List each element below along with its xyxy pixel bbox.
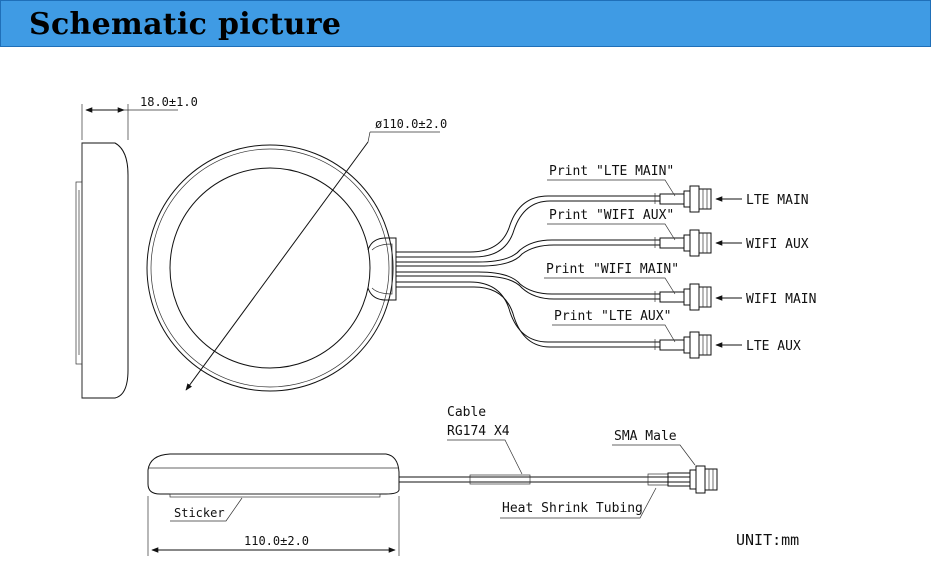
cable-label-line2: RG174 X4 bbox=[447, 424, 510, 439]
side-profile-view: 18.0±1.0 bbox=[75, 95, 198, 399]
print-label-wifi-main: Print "WIFI MAIN" bbox=[546, 262, 679, 277]
page-title: Schematic picture bbox=[29, 7, 342, 42]
connector-label-lte-main: LTE MAIN bbox=[746, 193, 809, 208]
sticker-label: Sticker bbox=[174, 506, 225, 520]
print-label-lte-main: Print "LTE MAIN" bbox=[549, 164, 674, 179]
unit-label: UNIT:mm bbox=[736, 531, 799, 549]
cable-bundle bbox=[396, 193, 660, 350]
sma-connector-wifi-aux bbox=[659, 229, 712, 257]
connector-label-wifi-aux: WIFI AUX bbox=[746, 237, 809, 252]
bottom-side-view: Cable RG174 X4 SMA Male Heat Shrink Tubi… bbox=[147, 405, 718, 556]
top-view: ø110.0±2.0 bbox=[146, 117, 447, 392]
print-label-wifi-aux: Print "WIFI AUX" bbox=[549, 208, 674, 223]
sma-connector-lte-aux bbox=[659, 331, 712, 359]
connector-label-lte-aux: LTE AUX bbox=[746, 339, 801, 354]
connector-label-wifi-main: WIFI MAIN bbox=[746, 292, 816, 307]
thickness-dimension: 18.0±1.0 bbox=[140, 95, 198, 109]
diameter-dimension: ø110.0±2.0 bbox=[375, 117, 447, 131]
sma-male-label: SMA Male bbox=[614, 429, 677, 444]
width-dimension: 110.0±2.0 bbox=[244, 534, 309, 548]
print-label-lte-aux: Print "LTE AUX" bbox=[554, 309, 671, 324]
header-banner: Schematic picture bbox=[0, 0, 931, 47]
cable-label-line1: Cable bbox=[447, 405, 486, 420]
heat-shrink-label: Heat Shrink Tubing bbox=[502, 501, 643, 516]
sma-connector-lte-main bbox=[659, 185, 712, 213]
sma-connector-wifi-main bbox=[659, 283, 712, 311]
